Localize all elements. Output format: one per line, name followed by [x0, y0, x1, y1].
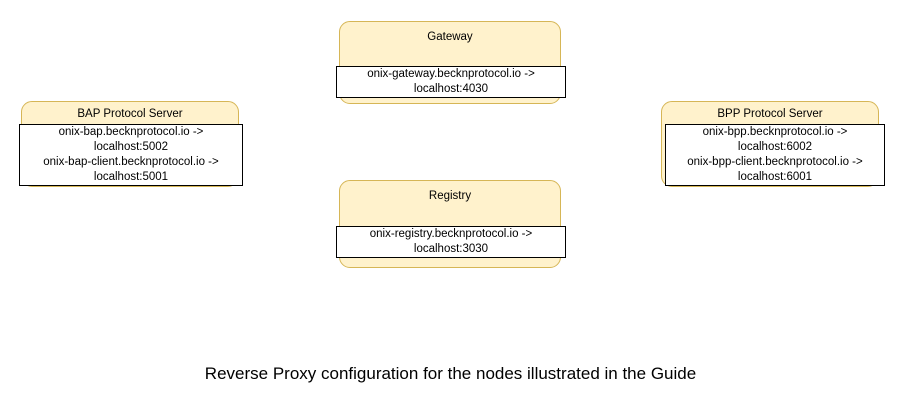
mapping-line: onix-bpp-client.becknprotocol.io -> [687, 156, 863, 168]
mapping-line: onix-bap.becknprotocol.io -> [58, 126, 204, 138]
node-registry-title: Registry [428, 190, 472, 202]
node-bap-title: BAP Protocol Server [77, 108, 183, 120]
node-registry[interactable]: Registry onix-registry.becknprotocol.io … [336, 180, 566, 268]
node-gateway-mappings: onix-gateway.becknprotocol.io -> localho… [336, 66, 566, 98]
mapping-line: onix-registry.becknprotocol.io -> [369, 228, 533, 240]
node-gateway-title: Gateway [427, 31, 473, 43]
mapping-line: onix-bpp.becknprotocol.io -> [702, 126, 848, 138]
mapping-line: localhost:6001 [737, 171, 813, 183]
mapping-line: localhost:4030 [413, 83, 489, 95]
node-bap-protocol-server[interactable]: BAP Protocol Server onix-bap.becknprotoc… [19, 101, 243, 187]
mapping-line: onix-gateway.becknprotocol.io -> [367, 68, 535, 80]
node-bpp-title: BPP Protocol Server [717, 108, 823, 120]
mapping-line: localhost:5001 [93, 171, 169, 183]
mapping-line: localhost:3030 [413, 243, 489, 255]
node-bpp-mappings: onix-bpp.becknprotocol.io -> localhost:6… [665, 124, 885, 186]
node-bpp-protocol-server[interactable]: BPP Protocol Server onix-bpp.becknprotoc… [661, 101, 885, 187]
node-bap-mappings: onix-bap.becknprotocol.io -> localhost:5… [19, 124, 243, 186]
diagram-caption: Reverse Proxy configuration for the node… [204, 364, 697, 383]
mapping-line: localhost:6002 [737, 141, 813, 153]
node-gateway[interactable]: Gateway onix-gateway.becknprotocol.io ->… [336, 21, 566, 104]
mapping-line: localhost:5002 [93, 141, 169, 153]
mapping-line: onix-bap-client.becknprotocol.io -> [43, 156, 219, 168]
node-registry-mappings: onix-registry.becknprotocol.io -> localh… [336, 226, 566, 258]
